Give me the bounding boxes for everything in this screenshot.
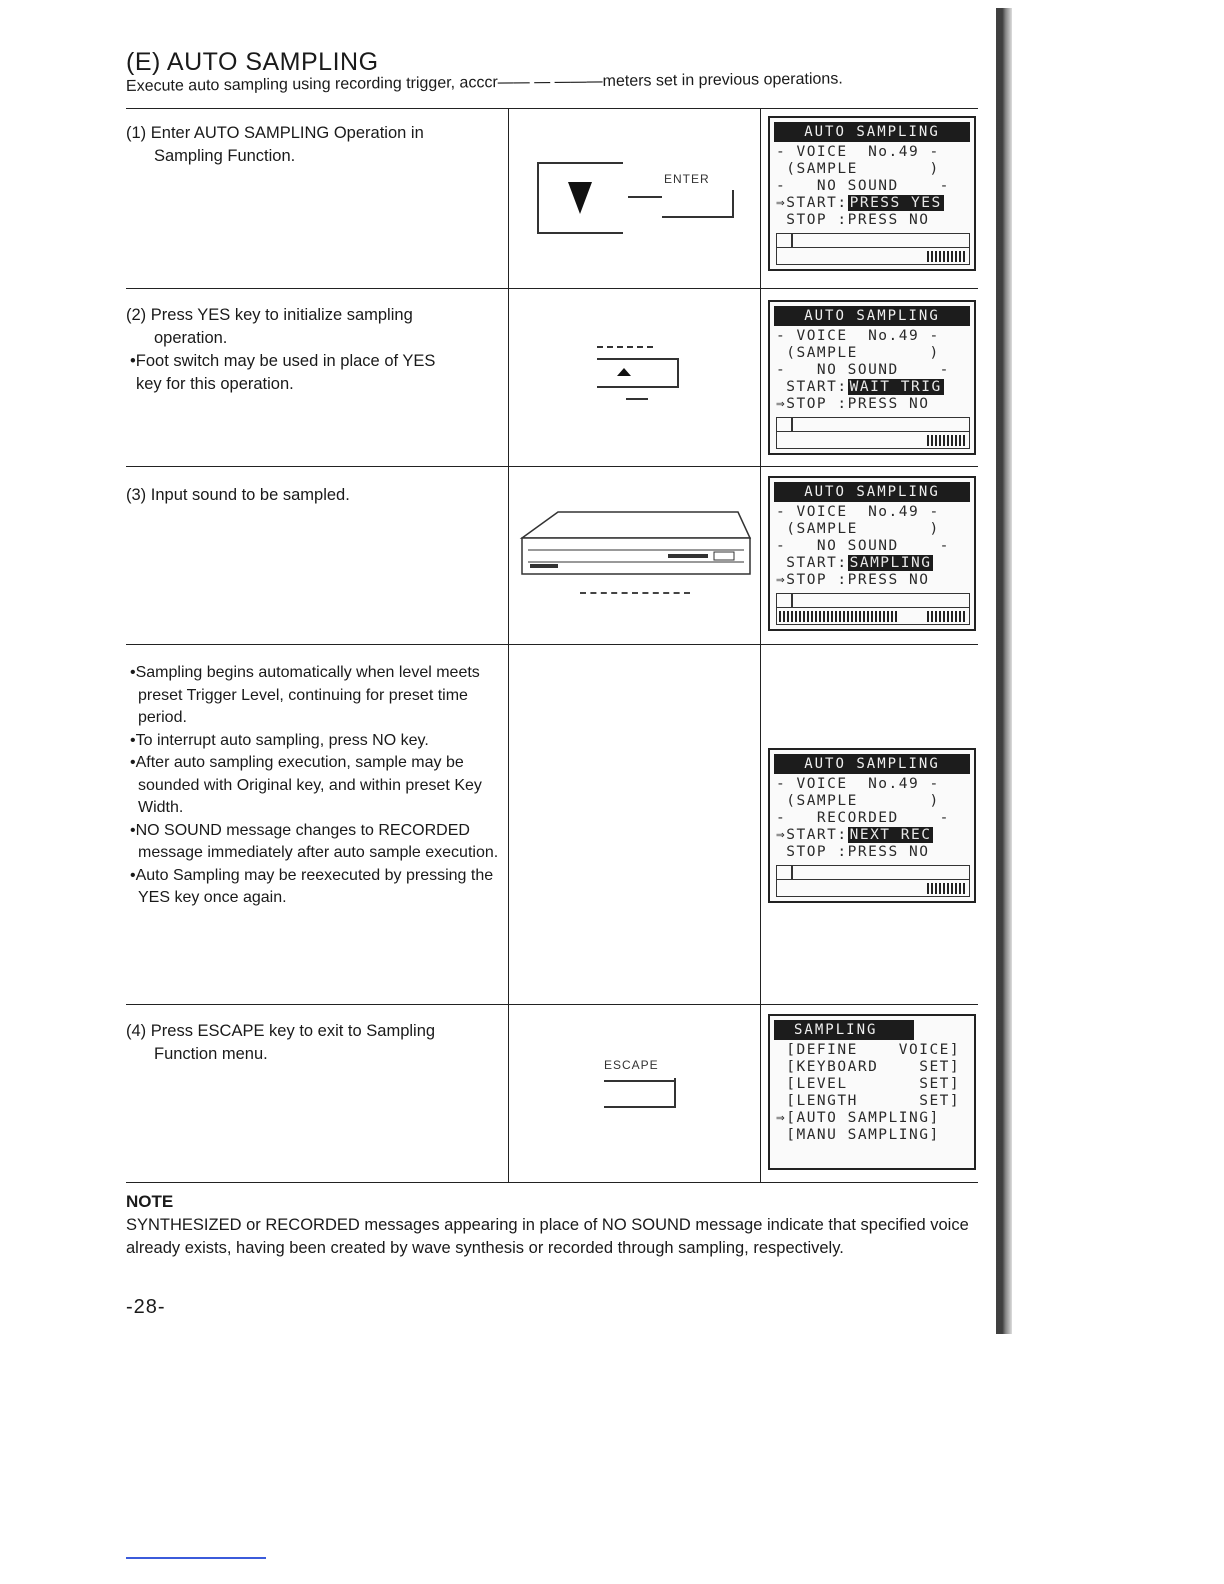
menu-item-selected: ⇒[AUTO SAMPLING] xyxy=(776,1110,940,1126)
table-top-rule xyxy=(126,108,978,109)
lcd-screen-1: AUTO SAMPLING - VOICE No.49 - (SAMPLE ) … xyxy=(768,116,976,271)
lcd-header: AUTO SAMPLING xyxy=(774,122,970,142)
level-meter xyxy=(776,593,970,625)
level-meter xyxy=(776,417,970,449)
tape-deck-caption xyxy=(580,592,690,594)
list-item: •NO SOUND message changes to RECORDED me… xyxy=(130,821,499,862)
note-title: NOTE xyxy=(126,1192,174,1211)
lcd-header: SAMPLING xyxy=(774,1020,914,1040)
cursor-down-key[interactable] xyxy=(537,162,623,234)
triangle-up-icon xyxy=(617,368,631,376)
menu-item: [LENGTH SET] xyxy=(776,1093,961,1109)
step-4: (4) Press ESCAPE key to exit to Sampling… xyxy=(126,1022,436,1063)
auto-sampling-notes: •Sampling begins automatically when leve… xyxy=(130,662,500,910)
enter-key-label: ENTER xyxy=(664,172,710,186)
lcd-menu-screen: SAMPLING [DEFINE VOICE] [KEYBOARD SET] [… xyxy=(768,1014,976,1170)
section-title: (E) AUTO SAMPLING xyxy=(126,48,379,76)
note-text: SYNTHESIZED or RECORDED messages appeari… xyxy=(126,1216,969,1257)
enter-key[interactable] xyxy=(662,190,734,218)
step-1: (1) Enter AUTO SAMPLING Operation in Sam… xyxy=(126,124,424,165)
escape-key[interactable] xyxy=(604,1078,676,1108)
page-number: -28- xyxy=(126,1296,166,1318)
key-connector xyxy=(628,196,664,198)
down-arrow-icon xyxy=(568,182,592,214)
lcd-header: AUTO SAMPLING xyxy=(774,482,970,502)
row-rule-1 xyxy=(126,288,978,289)
menu-item: [LEVEL SET] xyxy=(776,1076,961,1092)
menu-item: [DEFINE VOICE] xyxy=(776,1042,961,1058)
yes-key[interactable] xyxy=(597,358,679,388)
step-2: (2) Press YES key to initialize sampling… xyxy=(126,306,436,393)
table-divider-2 xyxy=(760,108,761,1182)
row-rule-4 xyxy=(126,1004,978,1005)
row-rule-2 xyxy=(126,466,978,467)
list-item: •To interrupt auto sampling, press NO ke… xyxy=(130,731,429,749)
level-meter xyxy=(776,865,970,897)
list-item: •Auto Sampling may be reexecuted by pres… xyxy=(130,866,494,907)
tape-deck-icon xyxy=(519,511,752,575)
menu-item: [KEYBOARD SET] xyxy=(776,1059,961,1075)
escape-key-label: ESCAPE xyxy=(604,1058,659,1072)
escape-key-top xyxy=(604,1080,674,1082)
lcd-screen-3: AUTO SAMPLING - VOICE No.49 - (SAMPLE ) … xyxy=(768,476,976,631)
lcd-screen-2: AUTO SAMPLING - VOICE No.49 - (SAMPLE ) … xyxy=(768,300,976,455)
yes-key-label xyxy=(597,346,653,348)
lcd-header: AUTO SAMPLING xyxy=(774,306,970,326)
row-rule-3 xyxy=(126,644,978,645)
table-bottom-rule xyxy=(126,1182,978,1183)
list-item: •Sampling begins automatically when leve… xyxy=(130,664,480,726)
lcd-screen-4: AUTO SAMPLING - VOICE No.49 - (SAMPLE ) … xyxy=(768,748,976,903)
lcd-header: AUTO SAMPLING xyxy=(774,754,970,774)
binding-edge xyxy=(996,8,1012,1334)
menu-item: [MANU SAMPLING] xyxy=(776,1127,940,1143)
table-divider-1 xyxy=(508,108,509,1182)
list-item: •After auto sampling execution, sample m… xyxy=(130,754,482,816)
bottom-rule xyxy=(126,1557,266,1559)
step-3: (3) Input sound to be sampled. xyxy=(126,486,350,504)
level-meter xyxy=(776,233,970,265)
key-caption-dash xyxy=(626,398,648,400)
